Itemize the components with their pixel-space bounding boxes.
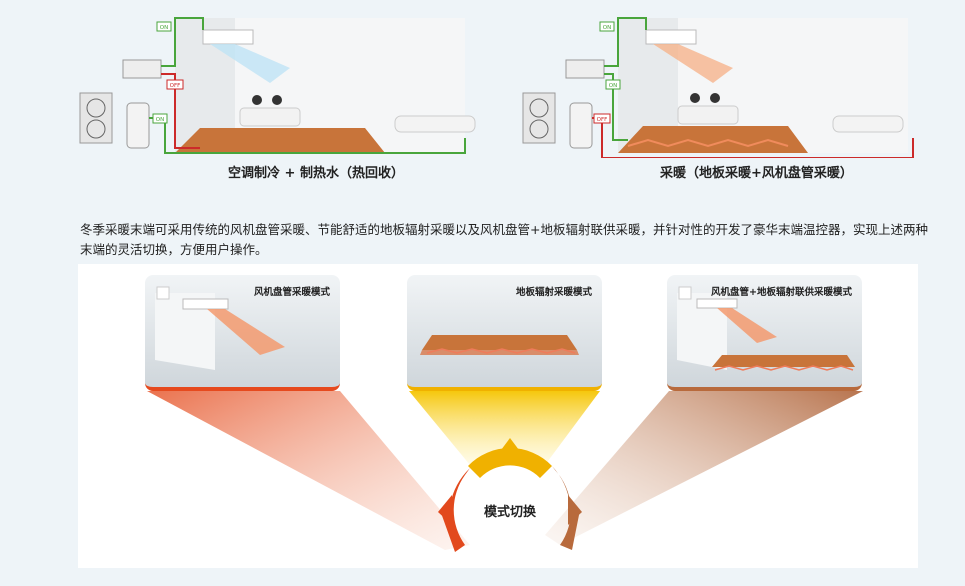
valve-tag-1-text: ON [160, 25, 168, 31]
pipe-green-top [161, 17, 204, 67]
outdoor-unit [79, 92, 113, 144]
beam-fancoil [147, 391, 470, 550]
valve-tag-2 [166, 79, 184, 90]
outdoor-fan-bottom [86, 119, 106, 139]
sofa [239, 107, 301, 127]
sofa [677, 105, 739, 125]
cold-air-flow [210, 44, 290, 83]
valve-tag-3 [593, 113, 611, 124]
valve-tag-3-text: OFF [597, 117, 608, 123]
warm-air-flow [717, 308, 777, 343]
water-tank [126, 102, 150, 149]
window [678, 286, 692, 300]
dial-segment-top[interactable] [468, 448, 552, 478]
fancoil-illustration [155, 286, 285, 370]
mode-card-combined[interactable]: 风机盘管+地板辐射联供采暖模式 [667, 275, 862, 391]
beam-floor [409, 391, 600, 465]
mode-card-title: 风机盘管采暖模式 [253, 287, 330, 298]
valve-tag-2 [605, 79, 621, 90]
cooling-hotwater-scene: ON OFF ON [79, 17, 476, 154]
wood-floor [712, 355, 855, 367]
floor-illustration [420, 335, 579, 355]
valve-tag-1-text: ON [603, 25, 611, 31]
outdoor-fan-bottom [529, 119, 549, 139]
outdoor-fan-top [86, 98, 106, 118]
mode-switch-label: 模式切换 [483, 505, 536, 520]
wood-floor [175, 128, 385, 153]
valve-tag-1 [156, 21, 172, 32]
person-2 [272, 95, 282, 105]
valve-tag-2-text: OFF [170, 83, 181, 89]
water-tank [569, 102, 593, 149]
bathtub [394, 115, 476, 133]
fan-coil-unit [182, 298, 229, 310]
dial-arrow-top [495, 438, 525, 458]
floor-heating-pipe [627, 138, 789, 148]
pipe-red [161, 73, 200, 149]
outdoor-unit [522, 92, 556, 144]
pipe-green-floor [604, 73, 628, 141]
person-1 [690, 93, 700, 103]
warm-air-flow [653, 44, 733, 83]
valve-tag-3 [152, 113, 168, 124]
valve-tag-2-text: ON [609, 83, 617, 89]
dial-segment-right[interactable] [552, 466, 580, 550]
bathtub [832, 115, 904, 133]
description-paragraph: 冬季采暖末端可采用传统的风机盘管采暖、节能舒适的地板辐射采暖以及风机盘管+地板辐… [80, 222, 928, 257]
heating-pipe [426, 348, 576, 354]
combined-illustration [677, 286, 855, 371]
beam-combined [545, 391, 863, 545]
wall [677, 293, 727, 370]
wall [155, 293, 215, 370]
window [156, 286, 170, 300]
mode-card-fancoil[interactable]: 风机盘管采暖模式 [145, 275, 340, 391]
outdoor-fan-top [529, 98, 549, 118]
dial-arrow-left [438, 495, 452, 525]
heating-scene: ON ON OFF [522, 17, 914, 158]
pipe-green-top [604, 17, 647, 67]
wood-floor [422, 335, 577, 350]
mode-card-title: 风机盘管+地板辐射联供采暖模式 [711, 287, 852, 298]
fan-coil-unit [696, 298, 738, 309]
heating-caption: 采暖（地板采暖+风机盘管采暖） [660, 166, 853, 181]
cooling-hotwater-caption: 空调制冷 + 制热水（热回收） [228, 166, 404, 181]
valve-tag-3-text: ON [156, 117, 164, 123]
dial-center[interactable] [470, 470, 550, 550]
dial-arrow-right [568, 495, 582, 525]
person-1 [252, 95, 262, 105]
hydro-module [565, 59, 605, 79]
top-illustrations: ON OFF ON ON ON OFF 空调制冷 + 制热水（热回收） 采暖（地… [0, 0, 965, 200]
valve-tag-1 [599, 21, 615, 32]
warm-air-flow [207, 309, 285, 355]
mode-card-floor[interactable]: 地板辐射采暖模式 [407, 275, 602, 391]
mode-card-title: 地板辐射采暖模式 [515, 287, 592, 298]
heating-pipe [714, 365, 854, 371]
hydro-module [122, 59, 162, 79]
person-2 [710, 93, 720, 103]
dial-segment-left[interactable] [440, 468, 470, 552]
